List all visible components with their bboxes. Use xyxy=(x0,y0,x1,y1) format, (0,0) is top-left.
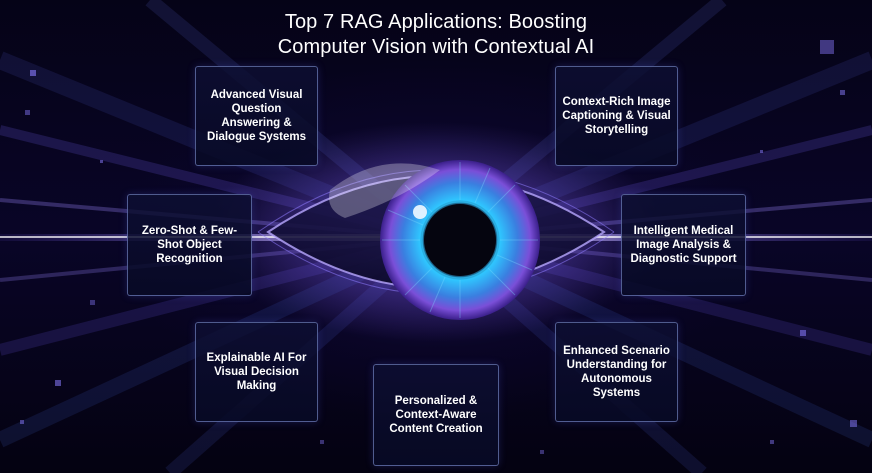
iris-fibers xyxy=(382,162,538,318)
application-label: Zero-Shot & Few-Shot Object Recognition xyxy=(141,225,238,265)
application-label: Advanced Visual Question Answering & Dia… xyxy=(206,89,307,143)
application-label: Personalized & Context-Aware Content Cre… xyxy=(389,395,483,435)
application-card-content-creation: Personalized & Context-Aware Content Cre… xyxy=(373,364,499,466)
application-label: Context-Rich Image Captioning & Visual S… xyxy=(562,96,671,136)
application-label: Intelligent Medical Image Analysis & Dia… xyxy=(630,225,737,265)
application-label: Explainable AI For Visual Decision Makin… xyxy=(206,352,307,392)
title-line-2: Computer Vision with Contextual AI xyxy=(277,36,595,58)
application-card-medical-image-analysis: Intelligent Medical Image Analysis & Dia… xyxy=(621,194,746,296)
application-card-explainable-ai: Explainable AI For Visual Decision Makin… xyxy=(195,322,318,422)
application-card-object-recognition: Zero-Shot & Few-Shot Object Recognition xyxy=(127,194,252,296)
title-line-1: Top 7 RAG Applications: Boosting xyxy=(284,11,588,33)
application-card-visual-question-answering: Advanced Visual Question Answering & Dia… xyxy=(195,66,318,166)
page-title: Top 7 RAG Applications: Boosting Compute… xyxy=(0,10,872,60)
sparkle-particles xyxy=(20,40,857,454)
application-card-image-captioning: Context-Rich Image Captioning & Visual S… xyxy=(555,66,678,166)
application-card-autonomous-systems: Enhanced Scenario Understanding for Auto… xyxy=(555,322,678,422)
application-label: Enhanced Scenario Understanding for Auto… xyxy=(563,345,670,399)
